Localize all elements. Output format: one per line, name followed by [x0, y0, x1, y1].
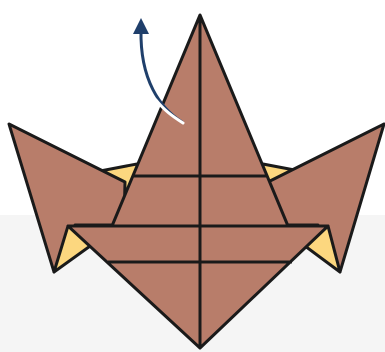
fold-arrow-head-icon: [133, 18, 149, 34]
